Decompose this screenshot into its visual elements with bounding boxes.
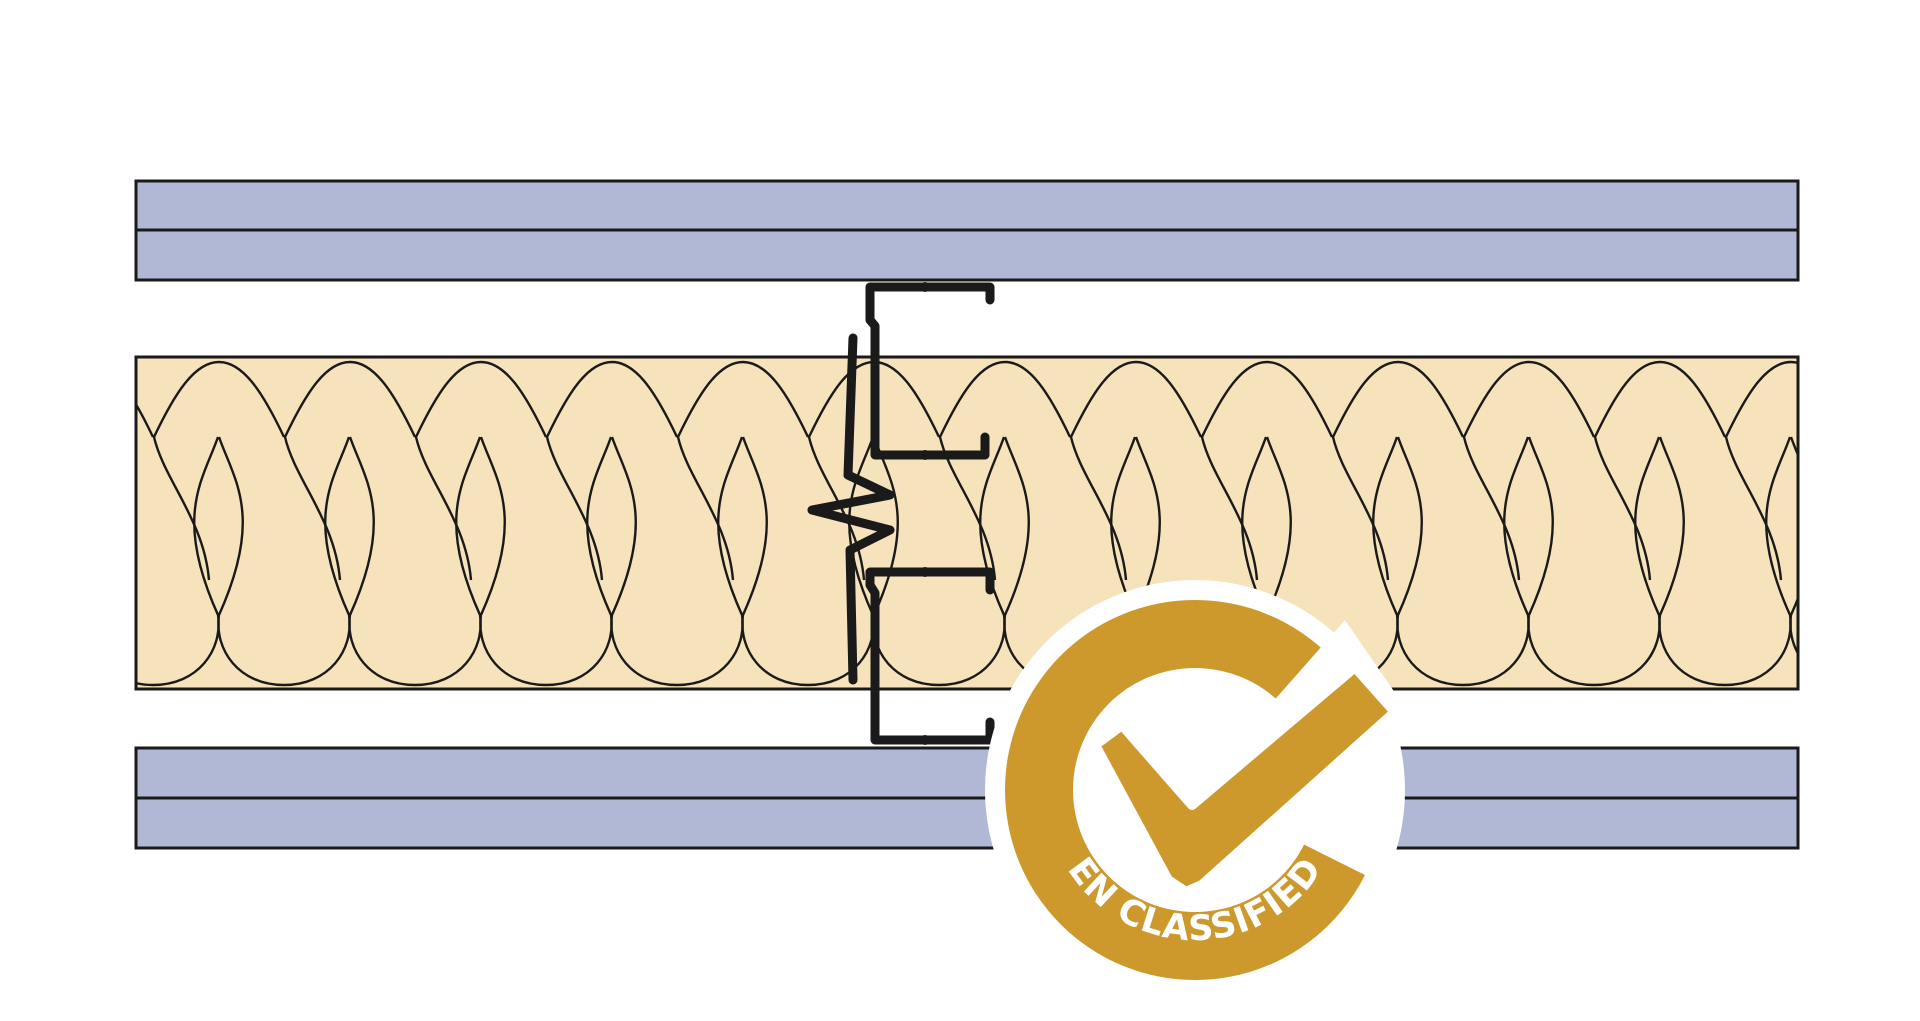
insulation-fiber — [807, 360, 941, 581]
insulation-layer — [134, 355, 1920, 691]
checkmark-icon — [1090, 662, 1400, 897]
bottom-board-outer — [134, 796, 1800, 850]
top-board-inner — [134, 228, 1800, 282]
stud-notch — [920, 282, 930, 292]
insulation-fiber — [676, 360, 810, 581]
insulation-fiber — [1724, 360, 1798, 581]
insulation-fiber — [1593, 360, 1727, 581]
insulation-fiber — [152, 360, 286, 581]
insulation-fiber — [1462, 360, 1596, 581]
break-line-icon — [807, 333, 895, 685]
insulation-fiber — [136, 401, 155, 438]
bottom-board-group — [134, 746, 1800, 850]
insulation-fiber — [1069, 360, 1203, 581]
steel-c-stud-icon — [807, 282, 995, 745]
bottom-board-inner — [134, 746, 1800, 800]
lower-stud — [865, 567, 995, 745]
stud-notch — [920, 450, 930, 460]
insulation-fiber — [938, 360, 1072, 581]
insulation-fiber — [545, 360, 679, 581]
en-classified-badge: EN CLASSIFIED — [985, 580, 1405, 1000]
insulation-fiber — [1331, 360, 1465, 581]
insulation-fiber — [414, 360, 548, 581]
insulation-band — [134, 355, 1800, 691]
upper-stud — [865, 282, 995, 460]
stud-notch — [920, 735, 930, 745]
insulation-fiber — [283, 360, 417, 581]
insulation-fiber — [1789, 436, 1798, 656]
top-board-outer — [134, 179, 1800, 232]
stud-notch — [920, 567, 930, 577]
insulation-fiber — [1857, 362, 1920, 580]
insulation-pattern — [136, 360, 1920, 687]
top-board-group — [134, 179, 1800, 282]
insulation-fiber — [1200, 360, 1334, 581]
